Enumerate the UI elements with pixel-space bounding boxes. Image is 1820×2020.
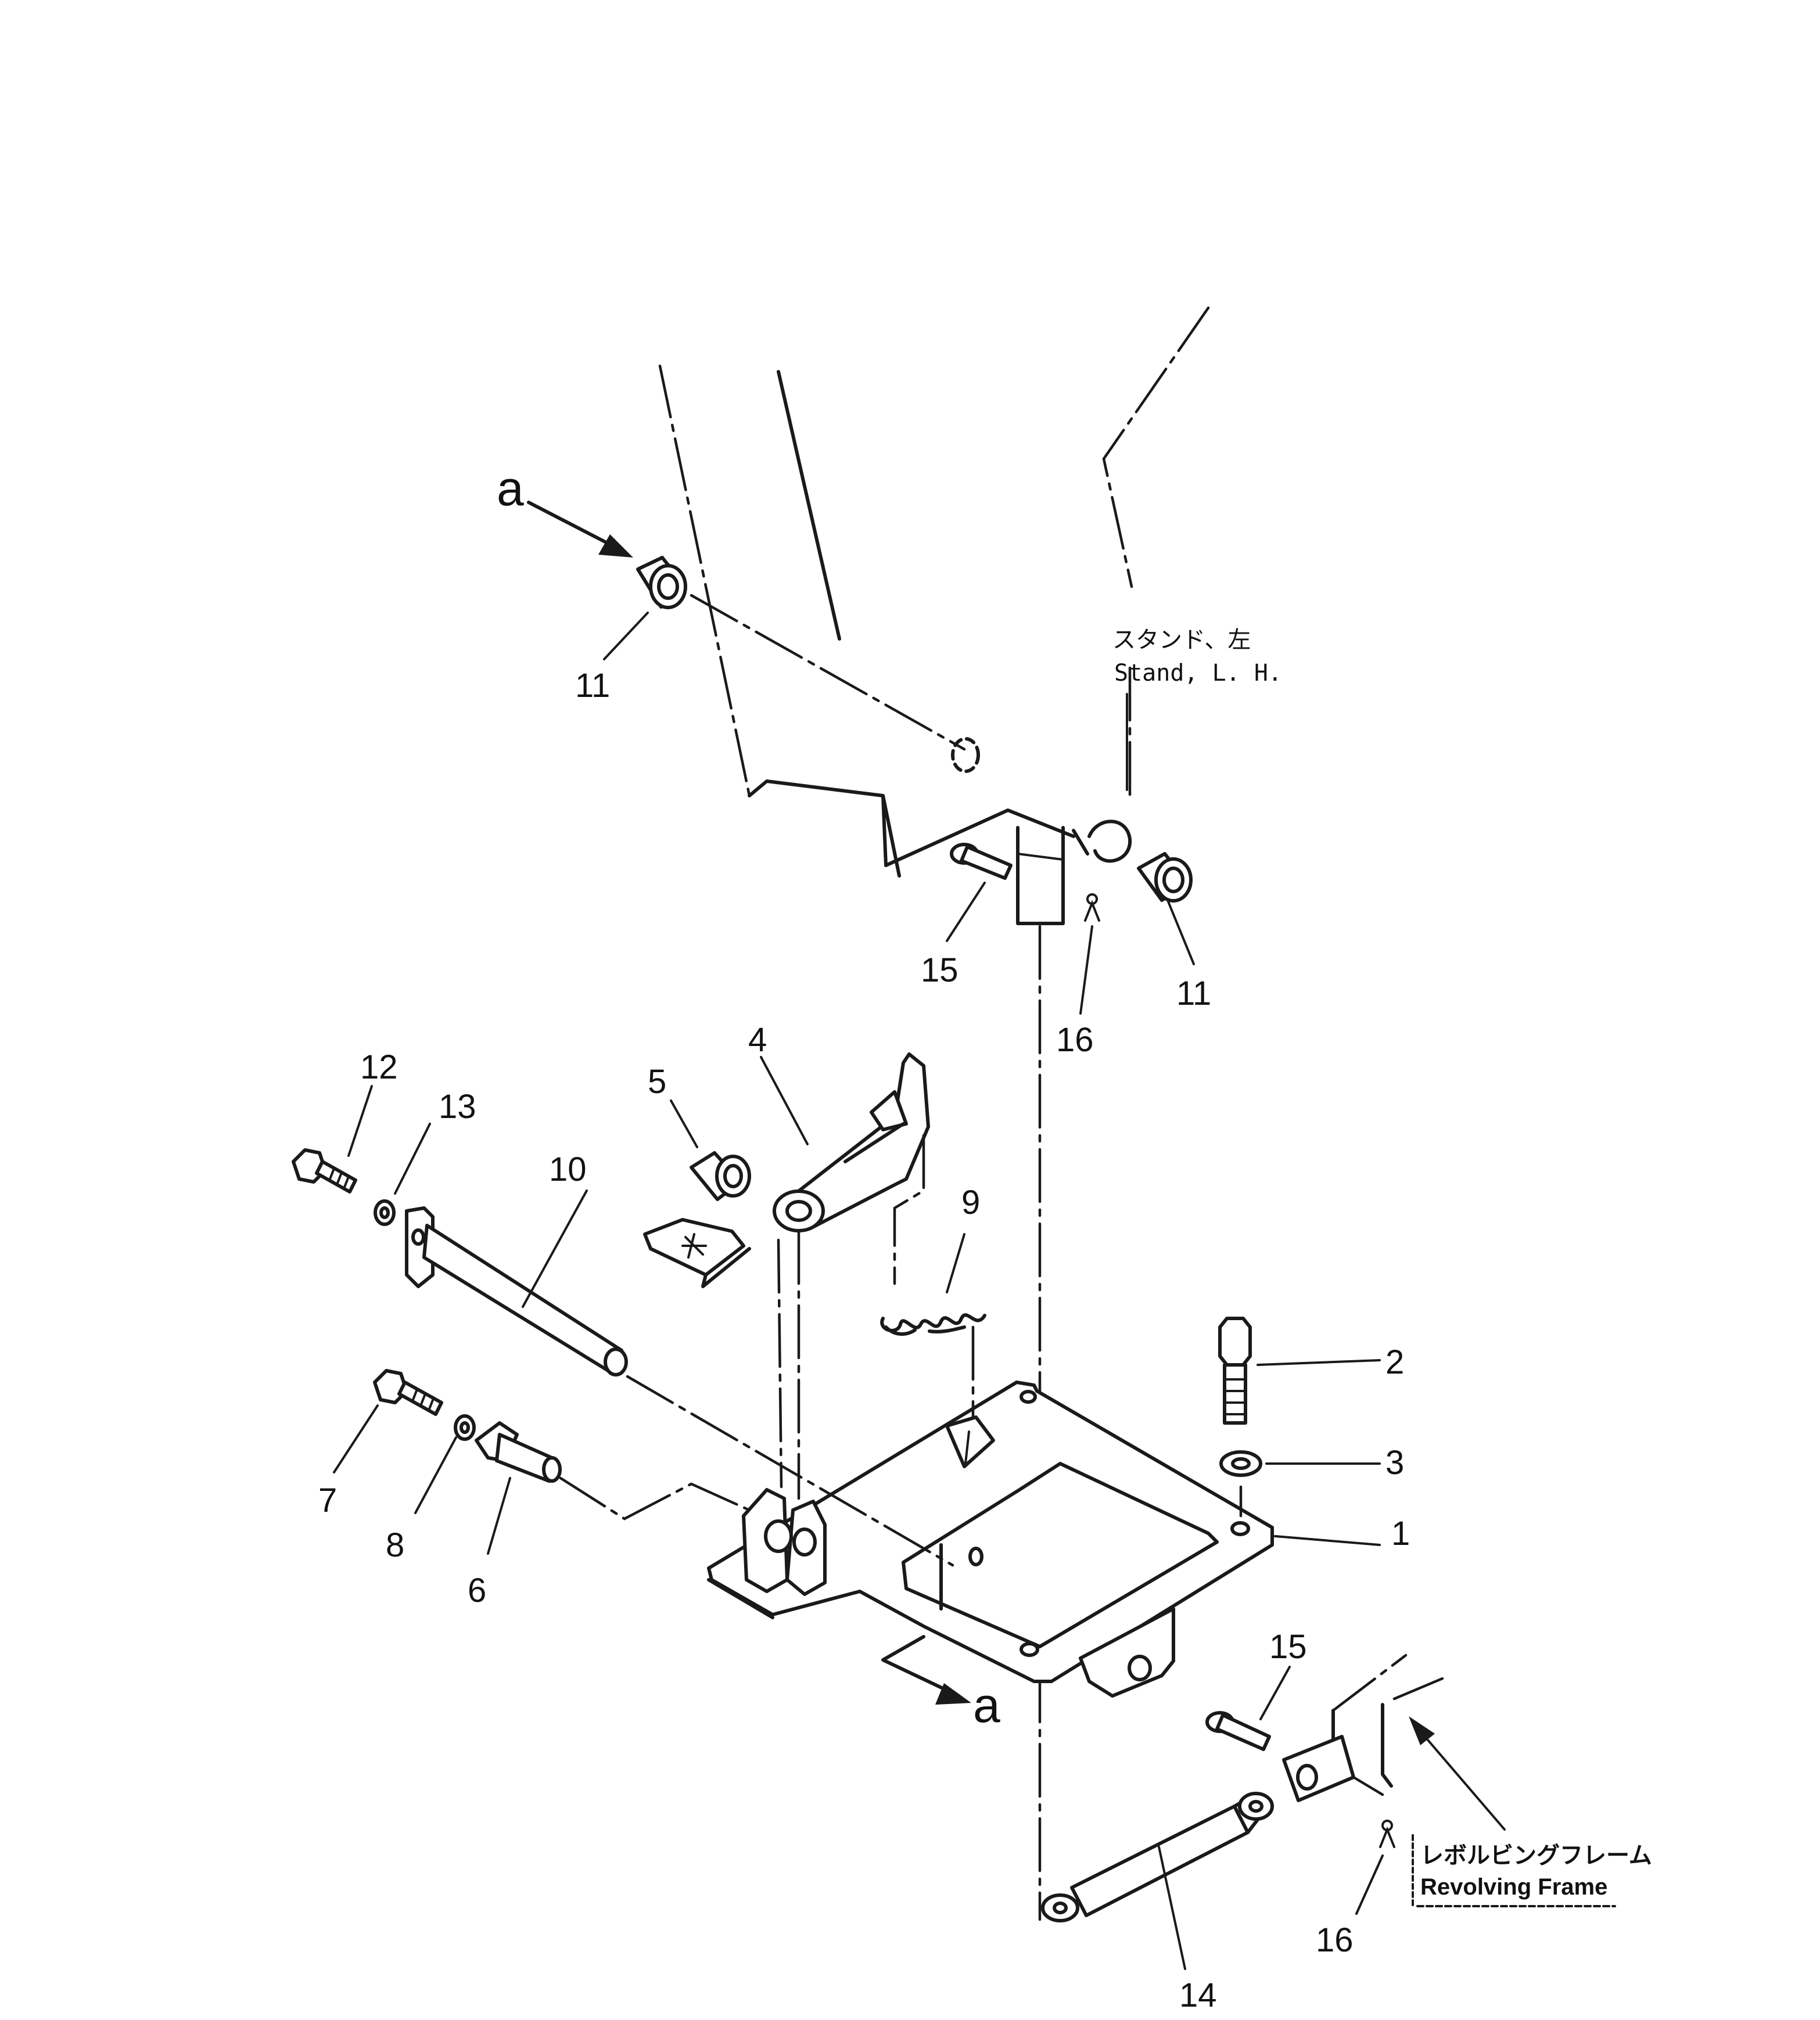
bushing-5	[690, 1151, 751, 1201]
label-part-16-upper: 16	[1056, 1021, 1094, 1059]
label-part-8: 8	[386, 1526, 404, 1564]
revolving-frame	[1282, 1654, 1451, 1802]
label-part-15-upper: 15	[921, 951, 959, 989]
stand-note: スタンド、左 Stand, L. H.	[1112, 627, 1282, 686]
label-part-13: 13	[439, 1088, 476, 1126]
bushing-lower	[1137, 852, 1193, 903]
stand-note-jp: スタンド、左	[1112, 627, 1251, 653]
pin-upper	[950, 843, 1013, 880]
label-part-1: 1	[1391, 1515, 1410, 1552]
stand-housing	[658, 306, 1210, 925]
view-mark-top: a	[497, 461, 524, 516]
label-part-9: 9	[961, 1184, 980, 1221]
label-part-4: 4	[748, 1021, 767, 1059]
view-arrow-bottom: a	[881, 1635, 1000, 1733]
label-part-14: 14	[1179, 1976, 1217, 2014]
cotter-pin-upper	[1084, 893, 1100, 922]
pin-6	[475, 1421, 751, 1521]
bushing-upper	[636, 556, 980, 773]
cotter-pin-lower	[1379, 1820, 1395, 1848]
label-part-15-lower: 15	[1269, 1628, 1307, 1666]
pin-lower	[1205, 1711, 1271, 1751]
stand-note-en: Stand, L. H.	[1114, 660, 1282, 686]
part-number-labels: 1 2 3 4 5 6 7 8 9 10 11 11 12 13 14 15 1…	[318, 667, 1410, 2014]
label-part-6: 6	[468, 1572, 486, 1609]
view-mark-bottom: a	[973, 1678, 1000, 1733]
bolt-12	[292, 1148, 357, 1194]
shaft-10	[405, 1206, 954, 1567]
label-part-16-lower: 16	[1316, 1921, 1354, 1959]
washer-13	[374, 1199, 396, 1226]
label-part-11-lower: 11	[1176, 975, 1211, 1012]
washer-3	[1219, 1450, 1262, 1518]
leader-lines	[333, 612, 1506, 1970]
frame-note-en: Revolving Frame	[1420, 1874, 1607, 1900]
frame-note-jp: レボルビングフレーム	[1420, 1843, 1652, 1868]
base-plate	[707, 1381, 1274, 1698]
label-part-7: 7	[318, 1482, 337, 1519]
spring-9	[880, 1313, 986, 1419]
bolt-2	[1218, 1317, 1252, 1425]
label-part-12: 12	[360, 1048, 398, 1086]
view-arrow-top: a	[497, 461, 633, 558]
bolt-7	[373, 1369, 443, 1416]
label-part-11-upper: 11	[575, 667, 610, 705]
revolving-frame-note: レボルビングフレーム Revolving Frame	[1412, 1834, 1652, 1907]
label-part-10: 10	[549, 1151, 587, 1188]
label-part-2: 2	[1385, 1343, 1404, 1381]
lever-4	[643, 1052, 930, 1500]
washer-8	[454, 1414, 476, 1441]
label-part-5: 5	[648, 1063, 666, 1101]
label-part-3: 3	[1385, 1444, 1404, 1482]
